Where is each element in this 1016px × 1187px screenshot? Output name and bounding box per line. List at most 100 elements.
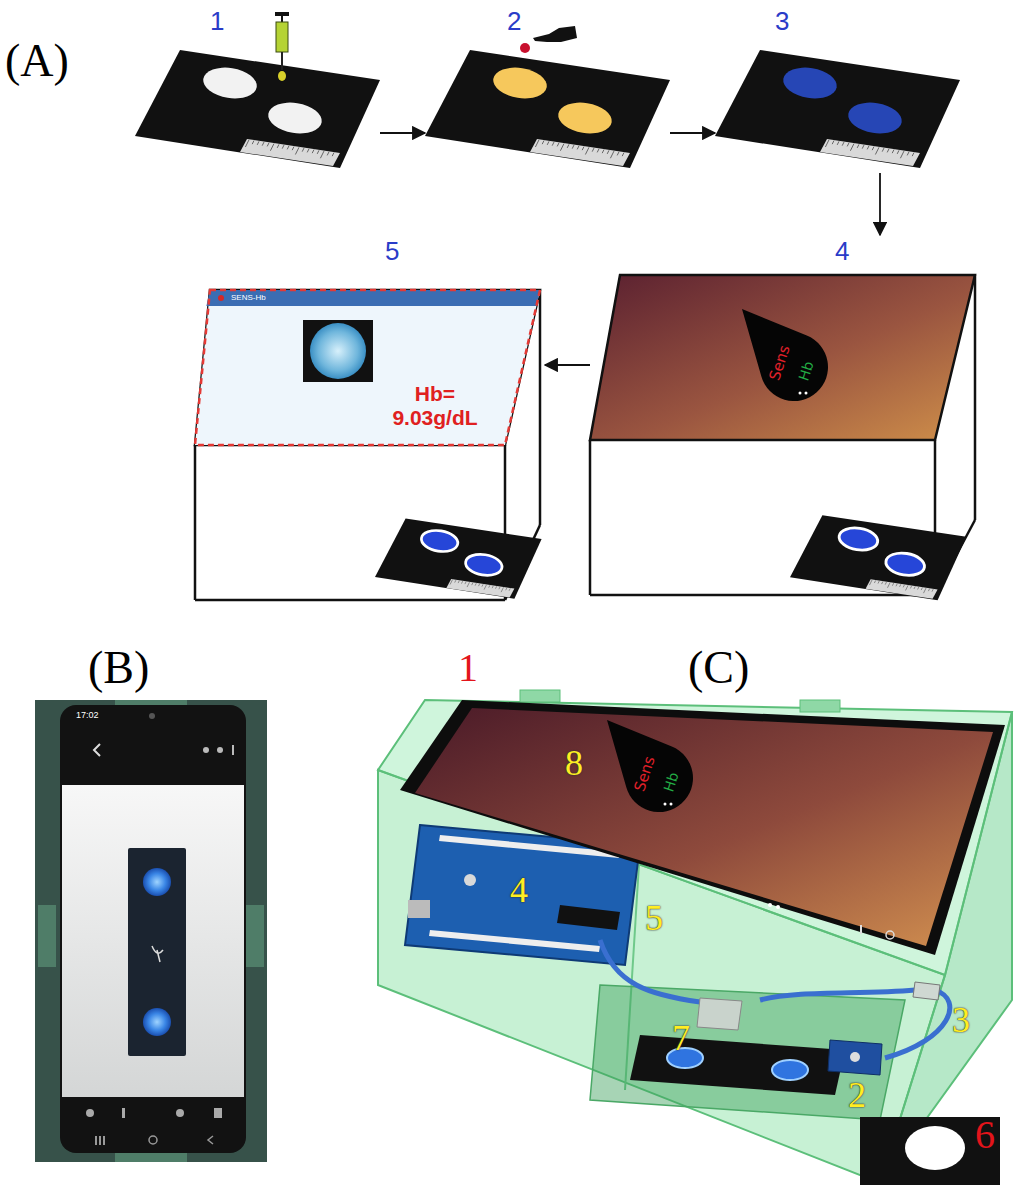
step-number: 1	[210, 8, 224, 34]
art-line	[974, 275, 977, 520]
art-ellipse	[884, 550, 926, 577]
art-polygon	[590, 985, 905, 1120]
art-rect	[800, 700, 840, 712]
art-line	[842, 142, 844, 146]
art-circle	[670, 803, 673, 806]
status-time: 17:02	[76, 711, 99, 720]
art-line	[592, 148, 594, 152]
art-line	[837, 141, 839, 145]
art-rect	[128, 848, 186, 1056]
art-circle	[886, 931, 894, 939]
art-line	[450, 580, 452, 585]
art-ellipse	[420, 528, 459, 554]
app-logo-drop: SensHb	[730, 305, 840, 405]
step-number: 3	[775, 8, 789, 34]
art-circle	[664, 803, 667, 806]
art-line	[277, 144, 279, 148]
art-path	[152, 946, 163, 962]
art-line	[862, 145, 864, 149]
art-line	[312, 150, 314, 154]
art-line	[461, 581, 462, 583]
art-circle	[176, 1109, 184, 1117]
art-path	[760, 990, 915, 1000]
art-rect	[276, 22, 288, 52]
art-polygon	[135, 50, 380, 168]
panel-label: (B)	[88, 645, 149, 691]
phone-photo	[35, 700, 267, 1162]
art-line	[921, 587, 922, 590]
art-line	[589, 440, 592, 595]
art-line	[923, 588, 926, 593]
art-line	[307, 149, 309, 153]
art-circle	[149, 1136, 157, 1144]
art-path	[533, 26, 577, 42]
art-line	[847, 143, 849, 147]
art-line	[475, 583, 476, 585]
art-line	[472, 583, 473, 585]
art-path	[208, 1136, 213, 1144]
art-rect	[303, 320, 373, 382]
art-line	[900, 584, 901, 587]
callout-number: 5	[645, 900, 663, 936]
art-line	[905, 585, 908, 590]
art-line	[910, 586, 911, 589]
art-rect	[122, 1108, 125, 1118]
callout-number: 7	[672, 1020, 690, 1056]
art-ellipse	[464, 552, 503, 578]
art-line	[295, 147, 299, 154]
art-line	[928, 589, 929, 592]
art-line	[882, 148, 884, 152]
art-line	[869, 580, 872, 585]
art-line	[918, 587, 919, 590]
art-line	[484, 585, 486, 590]
art-polygon	[790, 515, 966, 600]
art-polygon	[630, 1035, 845, 1095]
art-line	[552, 142, 554, 146]
art-line	[560, 144, 564, 151]
art-polygon	[425, 50, 670, 168]
art-line	[857, 144, 859, 148]
art-ellipse	[556, 99, 614, 137]
art-line	[607, 150, 609, 154]
art-circle	[143, 868, 171, 896]
art-line	[281, 16, 283, 22]
slide-holder	[630, 998, 1000, 1185]
art-polygon	[375, 519, 542, 599]
art-line	[597, 149, 599, 153]
art-line	[317, 150, 319, 154]
art-rect	[214, 1108, 222, 1118]
art-line	[850, 144, 854, 151]
art-rect	[408, 900, 430, 918]
step-arrow	[670, 132, 715, 134]
art-line	[467, 582, 469, 587]
art-line	[195, 599, 505, 602]
art-line	[610, 151, 614, 158]
art-ellipse	[781, 64, 839, 102]
callout-number: 2	[848, 1077, 866, 1113]
art-line	[539, 290, 542, 525]
callout-number: 8	[565, 745, 583, 781]
art-line	[872, 147, 874, 151]
art-circle	[143, 1008, 171, 1036]
art-line	[887, 149, 889, 153]
step-slide: 2	[425, 8, 670, 173]
art-rect	[275, 12, 289, 16]
art-polygon	[206, 290, 540, 306]
art-circle	[203, 747, 209, 753]
art-rect	[99, 1136, 101, 1145]
art-line	[292, 147, 294, 151]
art-line	[509, 588, 510, 590]
smartphone	[400, 700, 1005, 955]
art-line	[557, 143, 559, 147]
reader-box: 5SENS-HbHb= 9.03g/dL	[195, 235, 545, 605]
app-logo-drop: SensHb	[595, 716, 705, 816]
art-ellipse	[266, 99, 324, 137]
art-polygon	[530, 139, 630, 166]
art-line	[287, 146, 289, 150]
art-line	[567, 144, 569, 148]
art-path	[607, 720, 693, 812]
art-line	[907, 152, 909, 156]
step-number: 5	[385, 238, 399, 264]
art-line	[535, 140, 539, 147]
art-rect	[103, 1136, 105, 1145]
